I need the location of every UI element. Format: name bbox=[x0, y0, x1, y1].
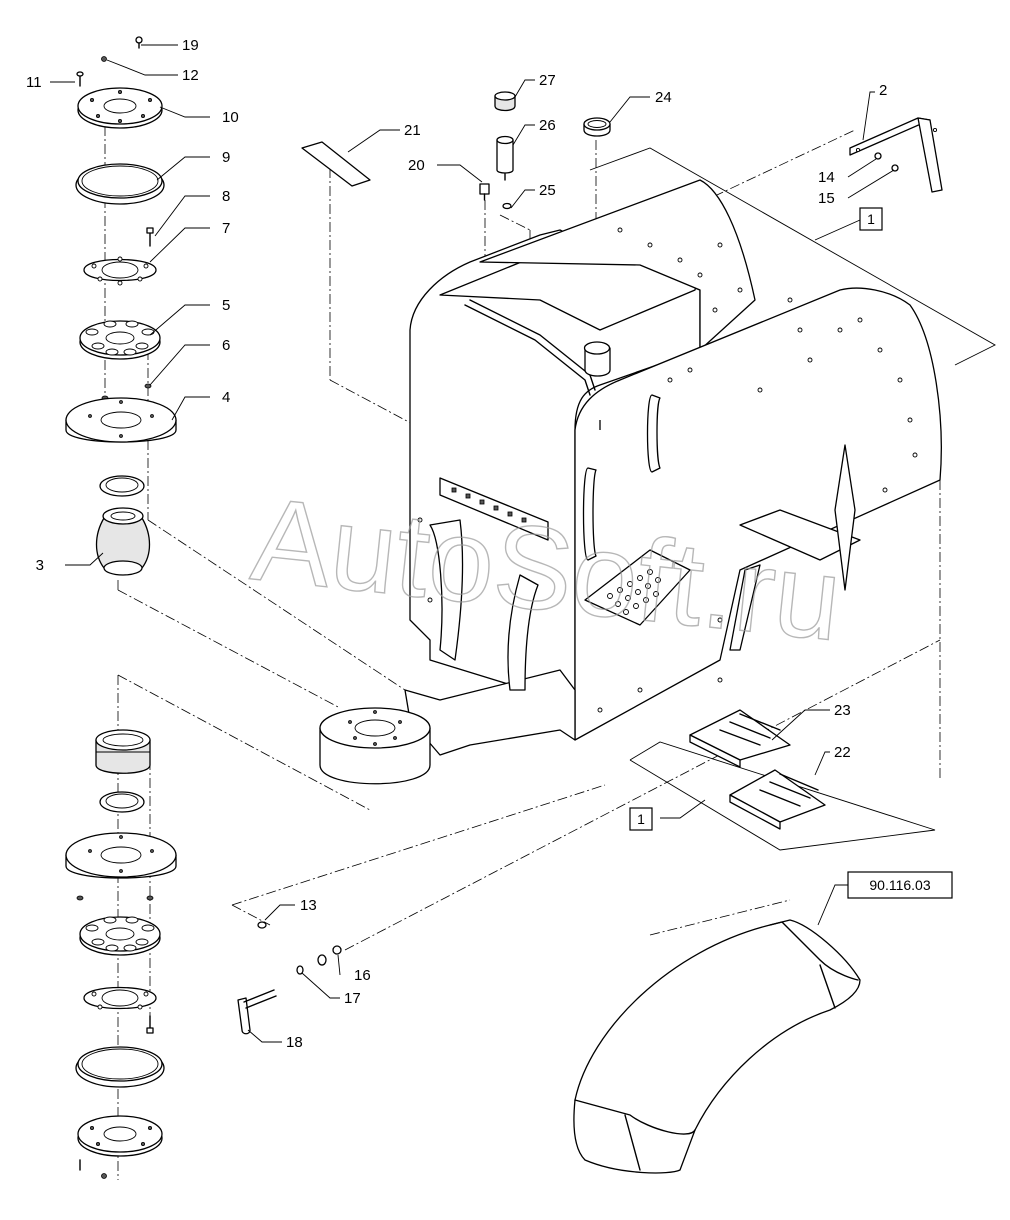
part-24-cap bbox=[583, 117, 611, 137]
part-26-pipe bbox=[496, 135, 514, 181]
bracket-slots bbox=[451, 487, 527, 523]
part-4-disc bbox=[65, 397, 177, 443]
callout-19: 19 bbox=[182, 37, 199, 54]
part-3-ball-joint bbox=[95, 507, 151, 576]
part-5-perforated-plate bbox=[79, 320, 161, 360]
part-18-link-pin bbox=[237, 989, 277, 1035]
part-16-nut bbox=[332, 945, 342, 955]
callout-17: 17 bbox=[344, 990, 361, 1007]
lower-bolt-nut bbox=[79, 1159, 107, 1179]
part-25-oring bbox=[502, 202, 512, 210]
boxed-ref-label: 1 bbox=[867, 211, 875, 227]
boxed-ref-cross-reference: 90.116.03 bbox=[847, 871, 953, 899]
cross-ref-label: 90.116.03 bbox=[869, 877, 930, 893]
part-19-bolt bbox=[135, 36, 143, 49]
callout-15: 15 bbox=[818, 190, 835, 207]
lower-disc bbox=[65, 832, 177, 879]
callout-26: 26 bbox=[539, 117, 556, 134]
callout-25: 25 bbox=[539, 182, 556, 199]
frame-pivot-housing bbox=[319, 707, 431, 785]
part-12-nut bbox=[101, 56, 107, 62]
callout-4: 4 bbox=[222, 389, 230, 406]
lower-gasket bbox=[83, 986, 157, 1010]
callout-16: 16 bbox=[354, 967, 371, 984]
callout-13: 13 bbox=[300, 897, 317, 914]
callout-18: 18 bbox=[286, 1034, 303, 1051]
callout-8: 8 bbox=[222, 188, 230, 205]
callout-23: 23 bbox=[834, 702, 851, 719]
lower-bushing bbox=[95, 729, 151, 774]
callout-6: 6 bbox=[222, 337, 230, 354]
boxed-ref-label: 1 bbox=[637, 811, 645, 827]
part-14-washer bbox=[874, 152, 882, 160]
pivot-assembly-lower bbox=[65, 729, 177, 1179]
callout-21: 21 bbox=[404, 122, 421, 139]
part-27-cap bbox=[494, 91, 516, 112]
callout-9: 9 bbox=[222, 149, 230, 166]
fender-part bbox=[573, 919, 861, 1174]
part-13-pin bbox=[257, 921, 267, 929]
top-parts bbox=[301, 91, 943, 210]
part-7-gasket bbox=[83, 256, 157, 286]
part-8-bolt bbox=[146, 227, 154, 247]
part-22-step bbox=[729, 769, 826, 830]
callout-5: 5 bbox=[222, 297, 230, 314]
callout-20: 20 bbox=[408, 157, 425, 174]
part-seal-ring bbox=[99, 475, 145, 497]
part-15-nut bbox=[891, 164, 899, 172]
callout-2: 2 bbox=[879, 82, 887, 99]
part-17-washer bbox=[296, 965, 304, 975]
assembly-dash-lines bbox=[104, 90, 941, 1180]
steps bbox=[689, 709, 826, 830]
callout-27: 27 bbox=[539, 72, 556, 89]
part-9-ring bbox=[75, 163, 165, 205]
boxed-ref-frame-bottom: 1 bbox=[629, 807, 653, 831]
lower-perforated-plate bbox=[79, 916, 161, 956]
callout-labels: 2 3 4 5 6 7 8 9 10 11 12 13 14 15 16 17 … bbox=[26, 37, 887, 1051]
frame-step-plate bbox=[584, 549, 691, 626]
part-21-decal bbox=[301, 141, 371, 187]
boxed-ref-frame-top: 1 bbox=[859, 207, 883, 231]
callout-3: 3 bbox=[36, 557, 44, 574]
lower-bolt bbox=[146, 1015, 154, 1034]
pivot-assembly-upper bbox=[65, 36, 177, 576]
callout-10: 10 bbox=[222, 109, 239, 126]
small-hardware bbox=[237, 921, 342, 1035]
callout-24: 24 bbox=[655, 89, 672, 106]
part-6-washer bbox=[144, 383, 152, 389]
lower-ring bbox=[75, 1046, 165, 1088]
lower-seal-ring bbox=[99, 791, 145, 813]
callout-11: 11 bbox=[26, 74, 42, 91]
lower-cover-plate bbox=[77, 1115, 163, 1157]
part-23-step bbox=[689, 709, 791, 768]
frame-outline-lines bbox=[589, 147, 996, 851]
main-frame bbox=[319, 179, 942, 785]
panel-holes bbox=[417, 227, 918, 713]
part-11-bolt bbox=[76, 71, 84, 87]
part-20-fitting bbox=[479, 183, 490, 201]
part-2-bracket bbox=[849, 117, 943, 193]
part-10-cover-plate bbox=[77, 87, 163, 129]
callout-14: 14 bbox=[818, 169, 835, 186]
leader-lines bbox=[50, 44, 895, 1043]
callout-7: 7 bbox=[222, 220, 230, 237]
frame-filler-neck bbox=[583, 341, 611, 377]
callout-22: 22 bbox=[834, 744, 851, 761]
callout-12: 12 bbox=[182, 67, 199, 84]
